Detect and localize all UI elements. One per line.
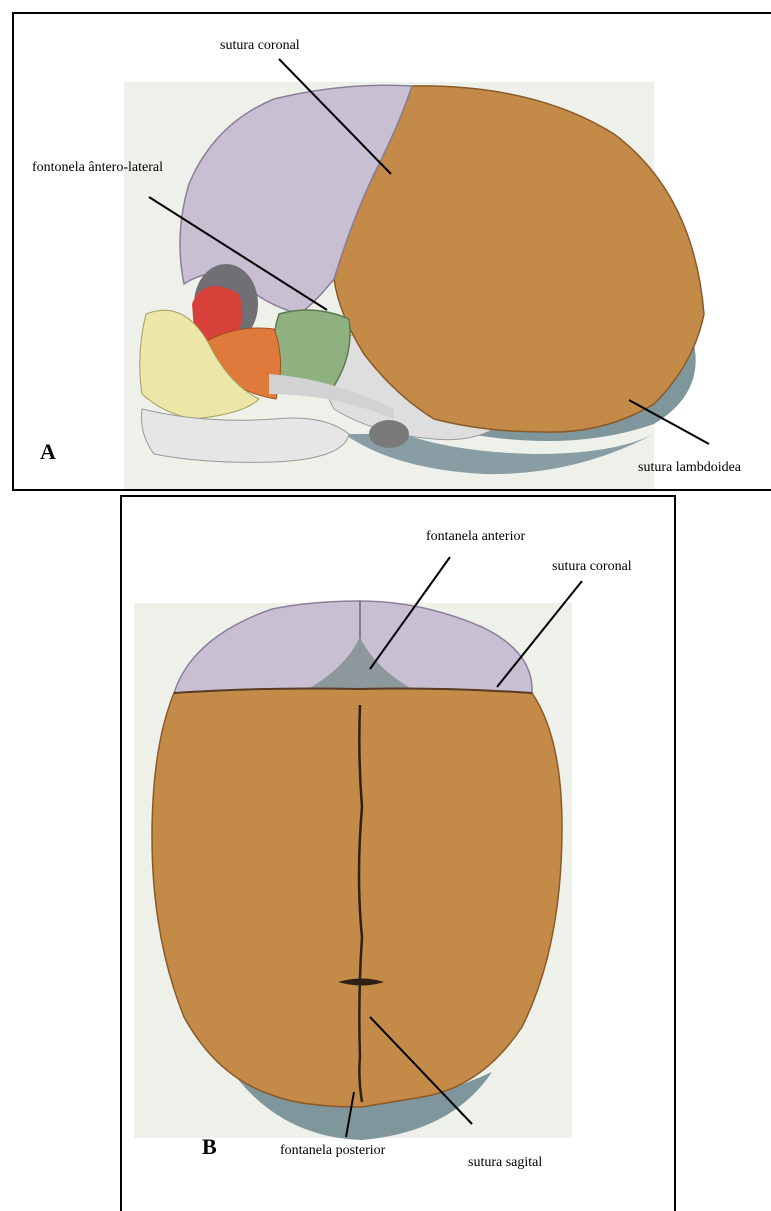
label-sutura-coronal-a: sutura coronal <box>220 38 300 54</box>
panel-b-superior-view: fontanela anterior sutura coronal fontan… <box>120 495 676 1211</box>
panel-letter-a: A <box>40 440 56 464</box>
panel-letter-b: B <box>202 1135 217 1159</box>
ear-canal <box>369 420 409 448</box>
label-sutura-lambdoidea: sutura lambdoidea <box>638 460 741 476</box>
lateral-skull-illustration <box>14 14 771 491</box>
label-sutura-sagital: sutura sagital <box>468 1155 542 1171</box>
label-fontanela-posterior: fontanela posterior <box>280 1143 385 1159</box>
parietal-bones <box>152 689 562 1108</box>
superior-skull-illustration <box>122 497 676 1211</box>
label-sutura-coronal-b: sutura coronal <box>552 559 632 575</box>
label-fontanela-anterior: fontanela anterior <box>426 529 525 545</box>
panel-a-lateral-view: sutura coronal fontonela ântero-lateral … <box>12 12 771 491</box>
label-fontonela-antero-lateral: fontonela ântero-lateral <box>32 160 163 176</box>
